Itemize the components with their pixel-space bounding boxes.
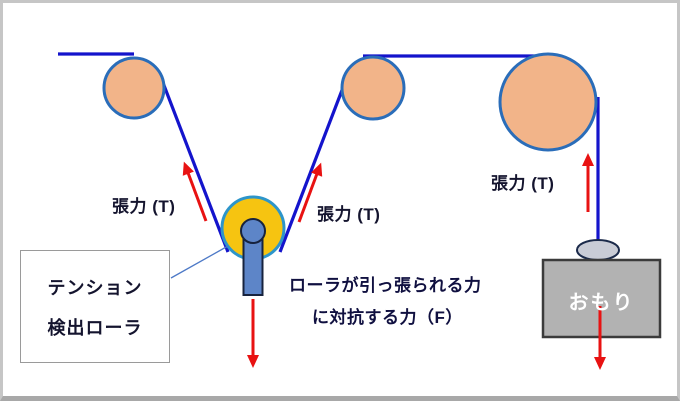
- tension-label-left: 張力 (T): [112, 197, 176, 216]
- weight-label: おもり: [568, 292, 635, 314]
- pivot-hub: [240, 218, 266, 244]
- detector-callout-line1: テンション: [47, 277, 143, 298]
- roller-right-large: [498, 52, 598, 152]
- counterforce-note-line2: に対抗する力（F）: [312, 308, 463, 327]
- weight-hook: [576, 239, 620, 261]
- counterforce-note-line1: ローラが引っ張られる力: [289, 276, 482, 295]
- roller-left: [102, 56, 166, 120]
- tension-label-center: 張力 (T): [317, 205, 381, 224]
- tension-arrow-center: [297, 162, 323, 223]
- detector-callout-box: テンション 検出ローラ: [20, 250, 170, 363]
- tension-label-right: 張力 (T): [491, 174, 555, 193]
- force-arrows: [182, 153, 606, 370]
- idler-rollers: [102, 52, 598, 152]
- detector-callout-line2: 検出ローラ: [47, 317, 143, 338]
- roller-middle: [340, 55, 406, 121]
- callout-leader-line: [170, 245, 229, 279]
- tension-arrow-left: [182, 161, 208, 222]
